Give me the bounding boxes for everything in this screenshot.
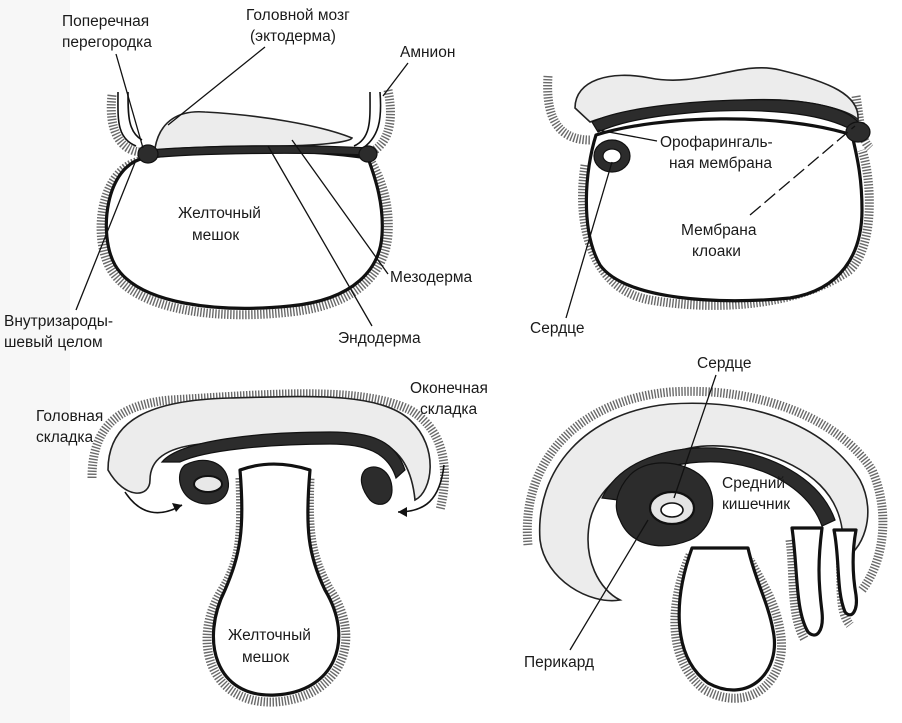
label-headfold-1: Головная: [36, 408, 103, 425]
label-amnion: Амнион: [400, 44, 455, 61]
head-fold-arrow: [125, 492, 182, 513]
panel-top-left: Поперечная перегородка Головной мозг (эк…: [4, 7, 473, 351]
label-pericardium: Перикард: [524, 654, 594, 671]
label-brain-2: (эктодерма): [250, 28, 336, 45]
cloaca-blob: [846, 122, 870, 142]
label-tailfold-1: Оконечная: [410, 380, 488, 397]
label-heart: Сердце: [697, 355, 751, 372]
label-yolk-2: мешок: [192, 227, 239, 244]
heart-core: [661, 503, 683, 517]
label-cloaca-1: Мембрана: [681, 222, 757, 239]
label-yolk-2: мешок: [242, 649, 289, 666]
label-oro-1: Орофарингаль-: [660, 134, 773, 151]
yolk-wall: [679, 548, 774, 690]
label-yolk-1: Желточный: [228, 627, 311, 644]
panel-top-right: Орофарингаль- ная мембрана Мембрана клоа…: [530, 68, 870, 337]
label-brain-1: Головной мозг: [246, 7, 350, 24]
label-midgut-2: кишечник: [722, 496, 790, 513]
label-tailfold-2: складка: [420, 401, 478, 418]
label-endoderm: Эндодерма: [338, 330, 421, 347]
tail-wall: [834, 530, 856, 615]
right-fold-blob: [359, 146, 377, 162]
label-headfold-2: складка: [36, 429, 94, 446]
yolk-sac-wall: [106, 151, 382, 309]
label-oro-2: ная мембрана: [669, 155, 772, 172]
page-edge: [0, 0, 70, 723]
panel-bottom-right: Сердце Средний кишечник Перикард: [524, 355, 883, 698]
ectoderm-layer: [155, 112, 352, 150]
label-midgut-1: Средний: [722, 475, 785, 492]
label-septum-1: Поперечная: [62, 13, 149, 30]
label-mesoderm: Мезодерма: [390, 269, 473, 286]
amnion-right: [354, 92, 381, 150]
head-fold-arrowhead: [172, 503, 182, 512]
tail-fold-blob: [361, 467, 392, 504]
label-coelom-2: шевый целом: [4, 334, 103, 351]
panel-bottom-left: Головная складка Оконечная складка Желто…: [36, 380, 488, 702]
label-heart: Сердце: [530, 320, 584, 337]
heart-lumen: [603, 149, 621, 163]
label-septum-2: перегородка: [62, 34, 152, 51]
tail-fold-arrowhead: [398, 507, 407, 517]
label-yolk-1: Желточный: [178, 205, 261, 222]
pointer-septum: [116, 54, 143, 148]
heart-tube-small: [194, 476, 222, 492]
septum-blob: [138, 145, 158, 163]
pointer-amnion: [383, 63, 408, 96]
label-coelom-1: Внутризароды-: [4, 313, 113, 330]
label-cloaca-2: клоаки: [692, 243, 741, 260]
